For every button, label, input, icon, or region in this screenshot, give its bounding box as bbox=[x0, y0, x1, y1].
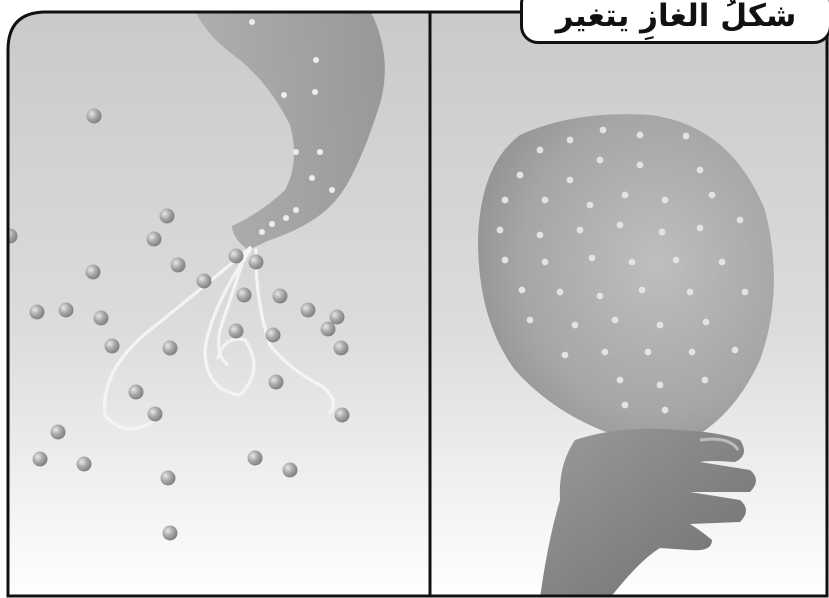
figure-title: شكلُ الغازِ يتغير bbox=[556, 0, 797, 34]
title-box: شكلُ الغازِ يتغير bbox=[520, 0, 829, 44]
panel-balloon bbox=[430, 0, 829, 598]
panel-escaping-gas bbox=[0, 0, 430, 598]
